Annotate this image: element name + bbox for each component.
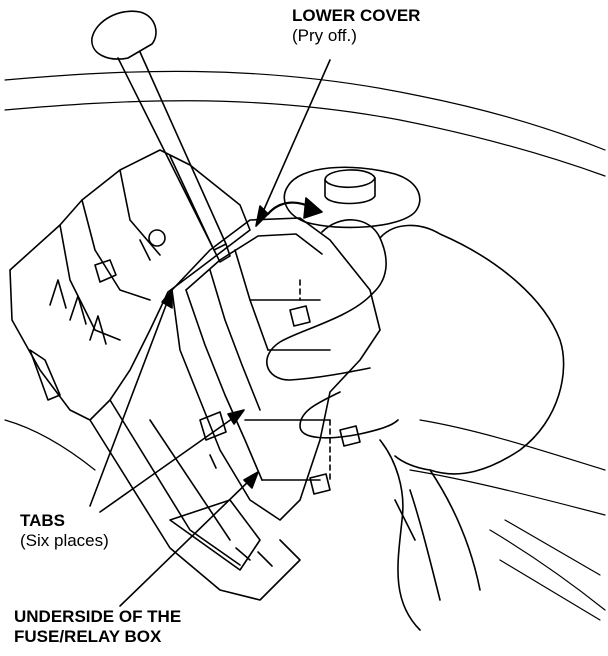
lower-cover: [171, 217, 381, 521]
label-tabs: TABS (Six places): [20, 511, 109, 551]
fuse-relay-box: [9, 149, 301, 601]
label-lower-cover-title: LOWER COVER: [292, 6, 421, 25]
arrowhead-lower-cover: [255, 205, 269, 227]
screwdriver: [91, 10, 231, 263]
label-underside-line1: UNDERSIDE OF THE: [14, 607, 182, 626]
label-tabs-note: (Six places): [20, 531, 109, 550]
label-underside-line2: FUSE/RELAY BOX: [14, 627, 162, 646]
label-tabs-title: TABS: [20, 511, 66, 530]
leader-tabs-1: [89, 299, 169, 507]
label-lower-cover-note: (Pry off.): [292, 26, 357, 45]
pry-direction-arrow: [266, 197, 323, 219]
leader-lower-cover: [261, 59, 331, 215]
leader-underside: [119, 477, 253, 607]
leader-lines: [89, 59, 331, 607]
arrowhead-tabs-1: [161, 289, 173, 309]
leader-tabs-2: [99, 415, 237, 513]
label-lower-cover: LOWER COVER (Pry off.): [292, 6, 420, 46]
hand: [266, 219, 565, 631]
round-knob: [283, 166, 421, 229]
label-underside: UNDERSIDE OF THE FUSE/RELAY BOX: [14, 607, 181, 647]
arrowhead-tabs-2: [227, 409, 245, 425]
arrowhead-underside: [243, 471, 259, 489]
